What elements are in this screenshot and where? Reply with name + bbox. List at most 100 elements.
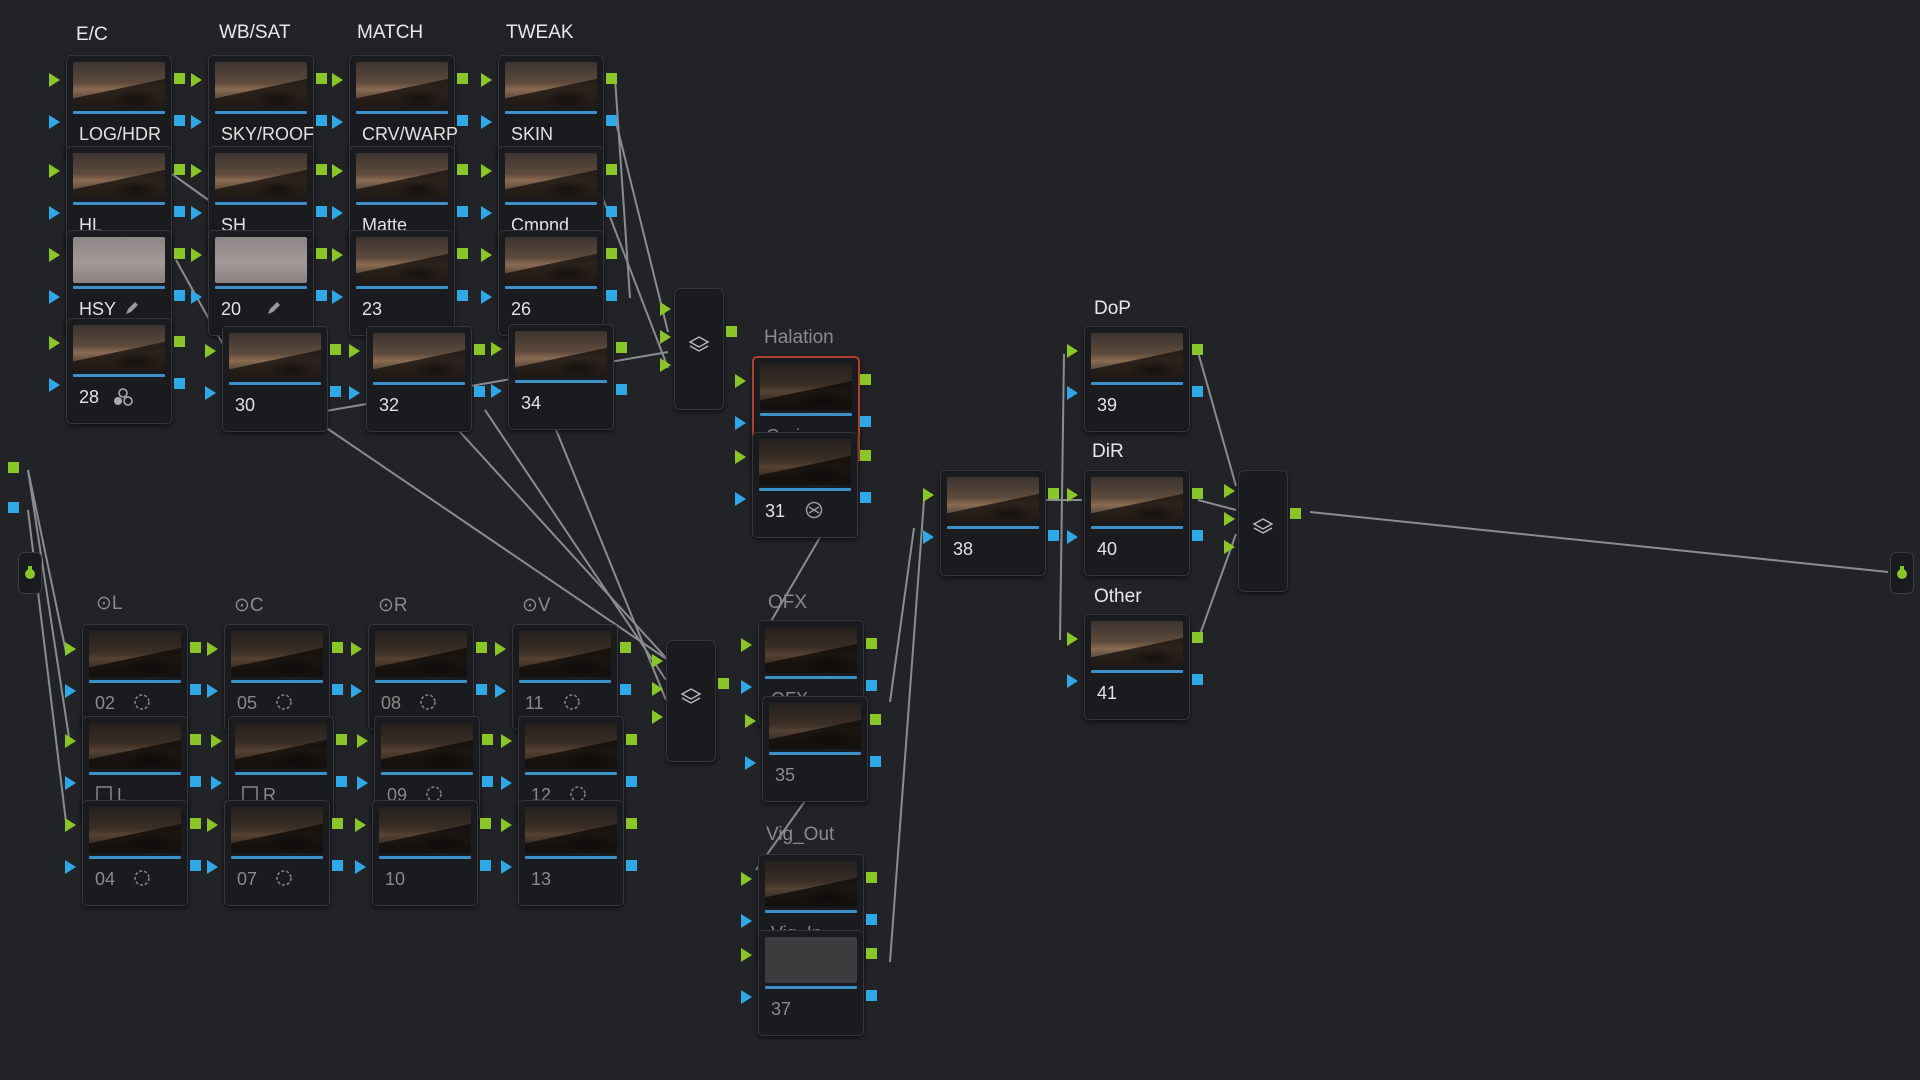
alpha-output-port[interactable] (866, 914, 877, 925)
alpha-input-port[interactable] (332, 206, 343, 220)
rgb-input-port[interactable] (65, 818, 76, 832)
rgb-input-port[interactable] (191, 248, 202, 262)
rgb-input-port[interactable] (735, 450, 746, 464)
rgb-input-port[interactable] (65, 734, 76, 748)
alpha-output-port[interactable] (620, 684, 631, 695)
layer-input-port[interactable] (652, 682, 663, 696)
alpha-output-port[interactable] (626, 776, 637, 787)
node-07[interactable]: 07 (224, 800, 330, 906)
rgb-output-port[interactable] (332, 642, 343, 653)
alpha-output-port[interactable] (480, 860, 491, 871)
alpha-input-port[interactable] (501, 860, 512, 874)
alpha-input-port[interactable] (65, 860, 76, 874)
layer-output-port[interactable] (718, 678, 729, 689)
rgb-output-port[interactable] (474, 344, 485, 355)
alpha-input-port[interactable] (49, 290, 60, 304)
alpha-output-port[interactable] (336, 776, 347, 787)
rgb-output-port[interactable] (174, 336, 185, 347)
alpha-output-port[interactable] (316, 290, 327, 301)
alpha-output-port[interactable] (332, 684, 343, 695)
source-output-port[interactable] (8, 502, 19, 513)
rgb-input-port[interactable] (332, 73, 343, 87)
alpha-output-port[interactable] (866, 680, 877, 691)
alpha-input-port[interactable] (735, 416, 746, 430)
alpha-input-port[interactable] (745, 756, 756, 770)
node-34[interactable]: 34 (508, 324, 614, 430)
rgb-output-port[interactable] (606, 164, 617, 175)
source-output-port[interactable] (8, 462, 19, 473)
node-04[interactable]: 04 (82, 800, 188, 906)
alpha-output-port[interactable] (332, 860, 343, 871)
rgb-input-port[interactable] (191, 164, 202, 178)
layer-input-port[interactable] (652, 710, 663, 724)
node-08[interactable]: 08 (368, 624, 474, 730)
alpha-output-port[interactable] (476, 684, 487, 695)
alpha-output-port[interactable] (190, 860, 201, 871)
rgb-input-port[interactable] (355, 818, 366, 832)
node-37[interactable]: 37 (758, 930, 864, 1036)
alpha-input-port[interactable] (332, 290, 343, 304)
node-21[interactable]: CRV/WARP (349, 55, 458, 161)
node-02[interactable]: 02 (82, 624, 188, 730)
rgb-input-port[interactable] (49, 248, 60, 262)
alpha-output-port[interactable] (482, 776, 493, 787)
node-23[interactable]: 23 (349, 230, 455, 336)
rgb-input-port[interactable] (735, 374, 746, 388)
alpha-output-port[interactable] (1192, 530, 1203, 541)
rgb-input-port[interactable] (49, 164, 60, 178)
rgb-input-port[interactable] (481, 248, 492, 262)
layer-input-port[interactable] (660, 358, 671, 372)
rgb-input-port[interactable] (481, 164, 492, 178)
layer-mixer-2[interactable] (666, 640, 716, 762)
node-38[interactable]: 38 (940, 470, 1046, 576)
alpha-output-port[interactable] (174, 115, 185, 126)
alpha-output-port[interactable] (316, 115, 327, 126)
alpha-output-port[interactable] (316, 206, 327, 217)
rgb-output-port[interactable] (336, 734, 347, 745)
rgb-input-port[interactable] (481, 73, 492, 87)
rgb-input-port[interactable] (49, 336, 60, 350)
node-26[interactable]: 26 (498, 230, 604, 336)
rgb-output-port[interactable] (1192, 632, 1203, 643)
layer-input-port[interactable] (1224, 512, 1235, 526)
alpha-output-port[interactable] (474, 386, 485, 397)
node-32[interactable]: 32 (366, 326, 472, 432)
rgb-output-port[interactable] (174, 73, 185, 84)
rgb-output-port[interactable] (860, 374, 871, 385)
alpha-input-port[interactable] (741, 914, 752, 928)
alpha-input-port[interactable] (49, 115, 60, 129)
alpha-input-port[interactable] (65, 684, 76, 698)
alpha-input-port[interactable] (207, 684, 218, 698)
node-31[interactable]: 31 (752, 432, 858, 538)
alpha-input-port[interactable] (332, 115, 343, 129)
rgb-input-port[interactable] (923, 488, 934, 502)
rgb-input-port[interactable] (207, 818, 218, 832)
alpha-input-port[interactable] (49, 378, 60, 392)
alpha-input-port[interactable] (191, 206, 202, 220)
alpha-output-port[interactable] (174, 378, 185, 389)
alpha-output-port[interactable] (190, 684, 201, 695)
rgb-input-port[interactable] (351, 642, 362, 656)
rgb-input-port[interactable] (1067, 488, 1078, 502)
rgb-input-port[interactable] (65, 642, 76, 656)
node-10[interactable]: 10 (372, 800, 478, 906)
node-13[interactable]: 13 (518, 800, 624, 906)
alpha-output-port[interactable] (457, 290, 468, 301)
alpha-output-port[interactable] (1048, 530, 1059, 541)
rgb-input-port[interactable] (332, 248, 343, 262)
alpha-output-port[interactable] (870, 756, 881, 767)
alpha-output-port[interactable] (174, 290, 185, 301)
rgb-input-port[interactable] (332, 164, 343, 178)
alpha-output-port[interactable] (866, 990, 877, 1001)
alpha-output-port[interactable] (860, 416, 871, 427)
alpha-output-port[interactable] (606, 115, 617, 126)
alpha-output-port[interactable] (606, 290, 617, 301)
alpha-input-port[interactable] (191, 290, 202, 304)
alpha-input-port[interactable] (481, 290, 492, 304)
layer-output-port[interactable] (726, 326, 737, 337)
alpha-input-port[interactable] (495, 684, 506, 698)
alpha-output-port[interactable] (616, 384, 627, 395)
node-30[interactable]: 30 (222, 326, 328, 432)
node-20[interactable]: 20 (208, 230, 314, 336)
alpha-input-port[interactable] (501, 776, 512, 790)
